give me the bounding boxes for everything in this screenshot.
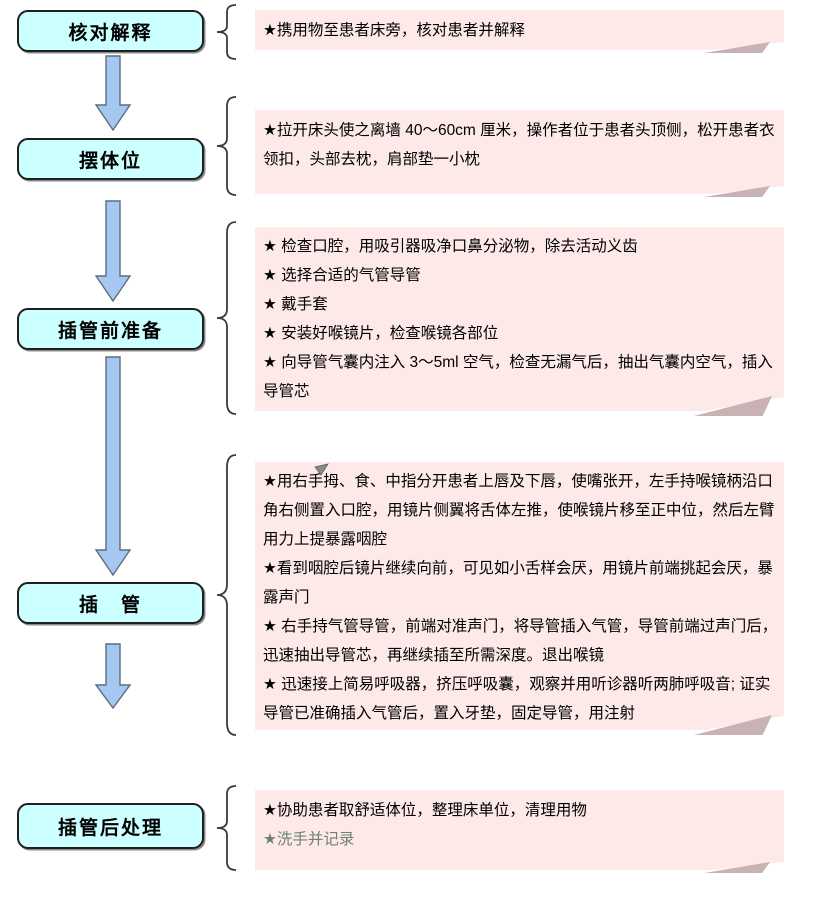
note-line: ★拉开床头使之离墙 40～60cm 厘米，操作者位于患者头顶侧，松开患者衣领扣，… [263, 122, 775, 168]
brace-icon [216, 785, 237, 871]
note-post-intubation-care: ★协助患者取舒适体位，整理床单位，清理用物 ★洗手并记录 [255, 790, 784, 873]
flow-node-position: 摆体位 [17, 138, 204, 180]
flow-node-intubation: 插 管 [17, 582, 204, 624]
note-background [255, 10, 784, 50]
flow-node-verify-explain: 核对解释 [17, 10, 204, 52]
note-line: ★ 检查口腔，用吸引器吸净口鼻分泌物，除去活动义齿 [263, 238, 638, 255]
flow-node-label: 核对解释 [68, 22, 153, 44]
mouse-cursor-icon [314, 463, 329, 476]
brace-icon [216, 4, 237, 60]
note-line: ★ 安装好喉镜片，检查喉镜各部位 [263, 325, 499, 342]
note-line: ★ 选择合适的气管导管 [263, 267, 421, 284]
note-line: ★ 迅速接上简易呼吸器，挤压呼吸囊，观察并用听诊器听两肺呼吸音; 证实导管已准确… [263, 676, 771, 722]
arrow-down-icon [95, 55, 131, 131]
note-line: ★携用物至患者床旁，核对患者并解释 [263, 22, 525, 39]
flow-node-label: 摆体位 [78, 150, 142, 172]
note-line: ★ 向导管气囊内注入 3～5ml 空气，检查无漏气后，抽出气囊内空气，插入导管芯 [263, 354, 773, 400]
note-pre-intubation-prep: ★ 检查口腔，用吸引器吸净口鼻分泌物，除去活动义齿 ★ 选择合适的气管导管 ★ … [255, 227, 784, 416]
note-background [255, 790, 784, 870]
flow-node-label: 插 管 [78, 594, 142, 616]
note-line: ★看到咽腔后镜片继续向前，可见如小舌样会厌，用镜片前端挑起会厌，暴露声门 [263, 560, 773, 606]
brace-icon [216, 221, 237, 415]
note-line: ★ 右手持气管导管，前端对准声门，将导管插入气管，导管前端过声门后，迅速抽出导管… [263, 618, 778, 664]
brace-icon [216, 454, 237, 736]
arrow-down-icon [95, 643, 131, 709]
note-background [255, 462, 784, 730]
flow-node-pre-intubation-prep: 插管前准备 [17, 308, 204, 350]
folded-corner-icon [704, 862, 770, 873]
flow-node-post-intubation-care: 插管后处理 [17, 803, 204, 849]
folded-corner-icon [704, 42, 770, 53]
brace-icon [216, 96, 237, 196]
note-position: ★拉开床头使之离墙 40～60cm 厘米，操作者位于患者头顶侧，松开患者衣领扣，… [255, 110, 784, 197]
note-line: ★洗手并记录 [263, 831, 355, 848]
flow-node-label: 插管前准备 [57, 320, 163, 342]
note-line: ★用右手拇、食、中指分开患者上唇及下唇，使嘴张开，左手持喉镜柄沿口角右侧置入口腔… [263, 473, 775, 548]
note-line: ★ 戴手套 [263, 296, 328, 313]
note-intubation: ★用右手拇、食、中指分开患者上唇及下唇，使嘴张开，左手持喉镜柄沿口角右侧置入口腔… [255, 462, 784, 735]
flow-node-label: 插管后处理 [57, 817, 163, 839]
folded-corner-icon [704, 186, 770, 197]
note-background [255, 227, 784, 411]
arrow-down-icon [95, 356, 131, 576]
note-verify-explain: ★携用物至患者床旁，核对患者并解释 [255, 10, 784, 53]
note-background [255, 110, 784, 194]
note-line: ★协助患者取舒适体位，整理床单位，清理用物 [263, 802, 587, 819]
arrow-down-icon [95, 200, 131, 302]
